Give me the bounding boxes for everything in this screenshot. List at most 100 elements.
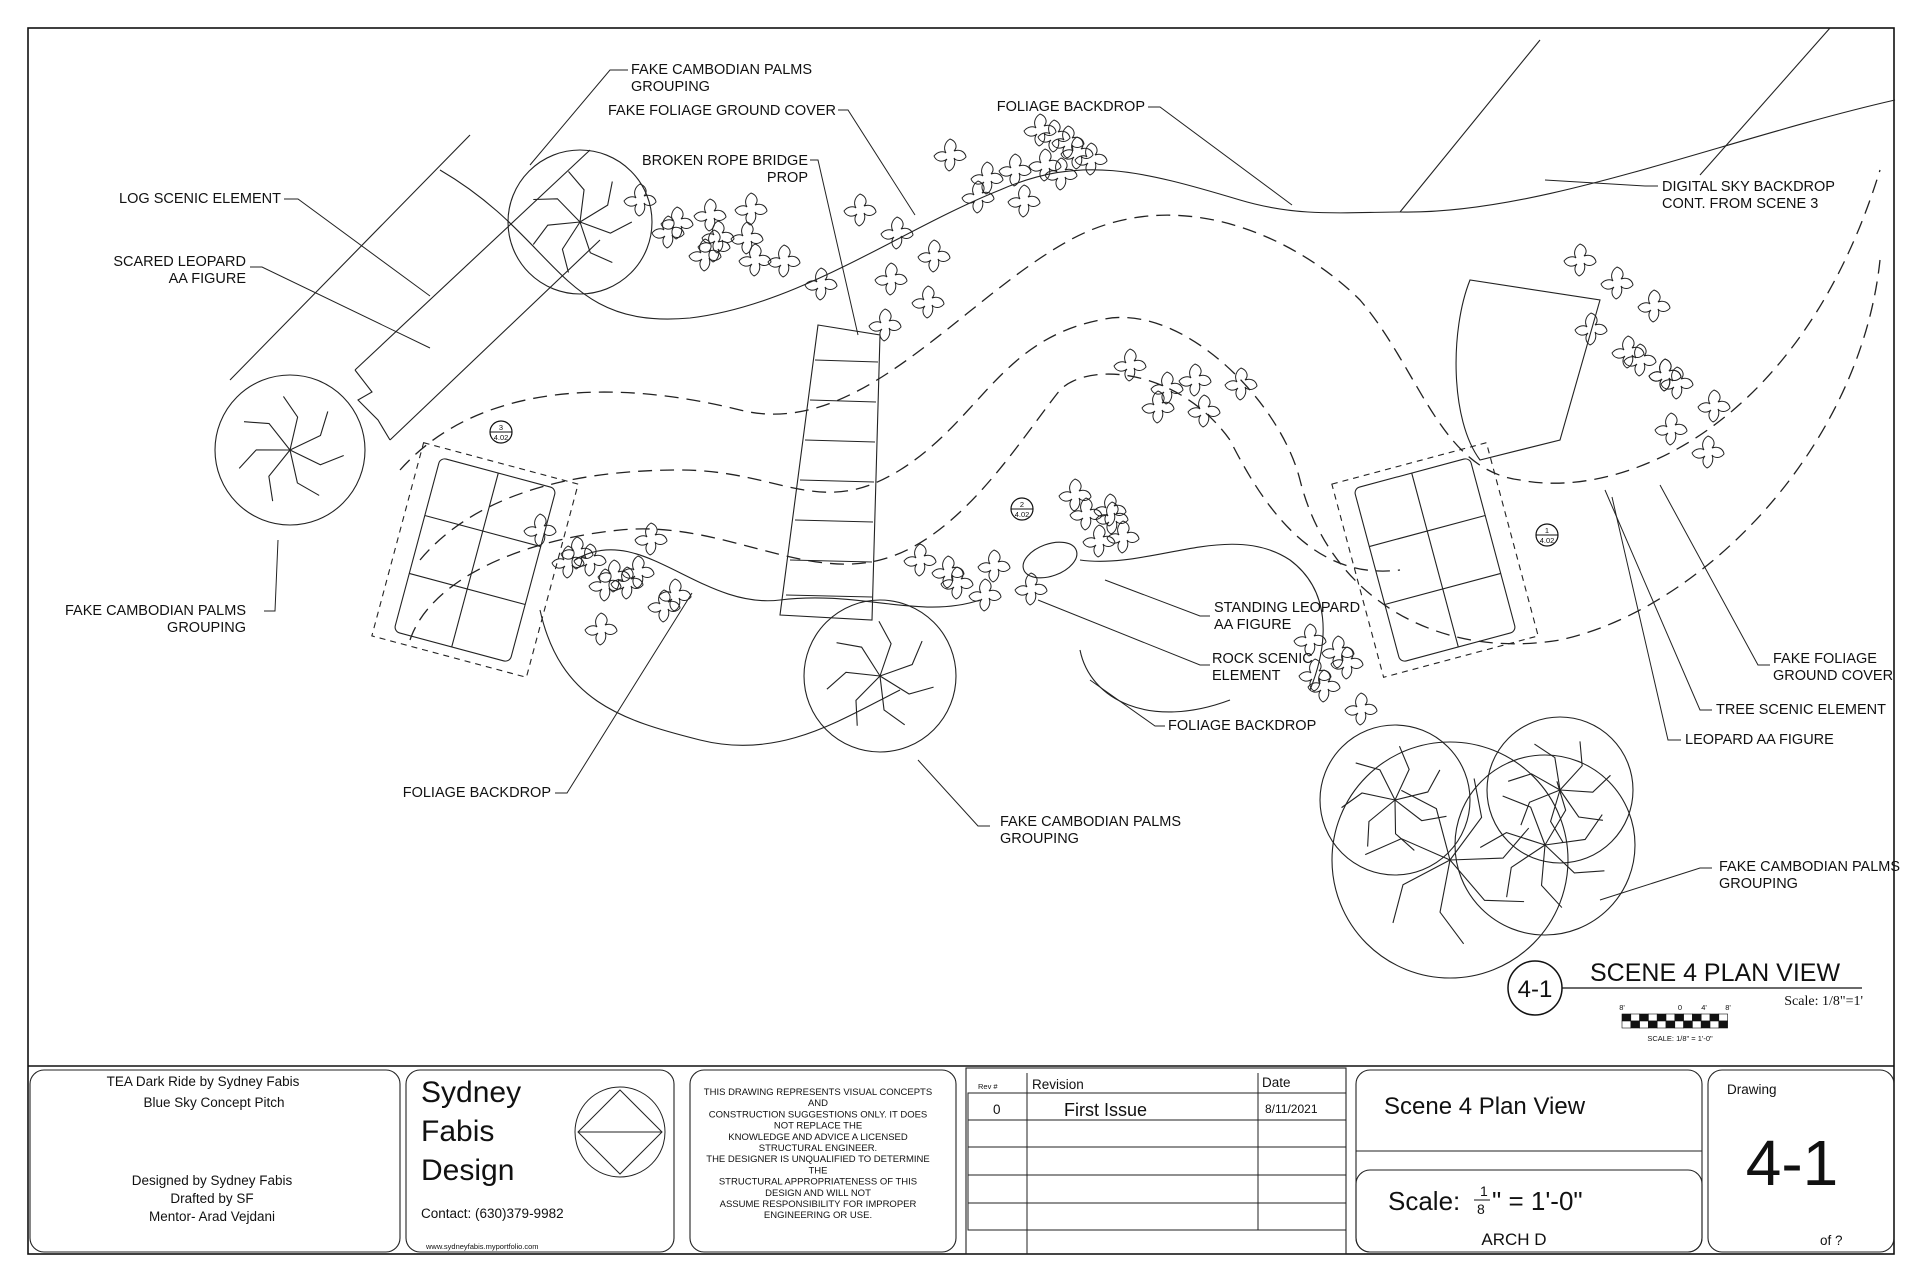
foliage-shrub-9 <box>767 244 801 278</box>
scale-bar-cell-top-4 <box>1648 1013 1658 1022</box>
foliage-shrub-44 <box>940 566 974 600</box>
foliage-shrub-36 <box>588 568 622 602</box>
foliage-ground-cover <box>523 113 1731 726</box>
label-rock-1: ROCK SCENIC <box>1212 651 1313 667</box>
foliage-shrub-4 <box>734 192 768 226</box>
section-marker-1: 1 4.02 <box>1535 523 1559 547</box>
label-sky-2: CONT. FROM SCENE 3 <box>1662 196 1818 212</box>
scale-bar-cell-top-5 <box>1656 1013 1667 1022</box>
scale-bar-cell-top-11 <box>1709 1013 1720 1022</box>
leader-lines <box>250 69 1770 901</box>
scale-bar-cell-bottom-3 <box>1639 1020 1649 1029</box>
scale-bar-cell-top-8 <box>1683 1013 1693 1022</box>
designed-by: Designed by Sydney Fabis <box>132 1173 293 1188</box>
label-palms-mid-1: FAKE CAMBODIAN PALMS <box>1000 814 1181 830</box>
scale-bar-cell-bottom-5 <box>1656 1020 1667 1029</box>
scale-bar-cell-bottom-7 <box>1674 1020 1684 1029</box>
section-marker-2-sheet: 4.02 <box>1015 510 1030 519</box>
label-tree: TREE SCENIC ELEMENT <box>1716 702 1886 718</box>
foliage-shrub-59 <box>1141 390 1175 424</box>
disclaimer-line-12: ENGINEERING OR USE. <box>764 1210 872 1221</box>
foliage-shrub-5 <box>651 215 685 249</box>
rock-scenic-element <box>1022 541 1078 579</box>
revision-date: 8/11/2021 <box>1265 1102 1318 1116</box>
foliage-shrub-63 <box>1637 289 1671 323</box>
foliage-shrub-45 <box>977 549 1011 583</box>
scale-tick-1: 8' <box>1619 1003 1625 1012</box>
foliage-shrub-15 <box>917 239 951 273</box>
foliage-shrub-35 <box>551 545 585 579</box>
section-marker-2: 2 4.02 <box>1010 497 1034 521</box>
ride-vehicle-left <box>371 442 579 678</box>
label-foliage-top: FOLIAGE BACKDROP <box>997 99 1145 115</box>
foliage-shrub-27 <box>1037 119 1071 153</box>
label-ground-cover-r2: GROUND COVER <box>1773 668 1893 684</box>
disclaimer-line-10: DESIGN AND WILL NOT <box>765 1188 871 1199</box>
disclaimer-line-1: THIS DRAWING REPRESENTS VISUAL CONCEPTS <box>704 1087 932 1098</box>
scale-bar-cell-bottom-6 <box>1665 1020 1676 1029</box>
section-marker-1-num: 1 <box>1545 526 1549 535</box>
scale-bar-cell-top-2 <box>1630 1013 1640 1022</box>
foliage-shrub-71 <box>1691 435 1725 469</box>
foliage-shrub-18 <box>868 308 902 342</box>
label-bridge-1: BROKEN ROPE BRIDGE <box>642 153 808 169</box>
foliage-shrub-52 <box>1069 497 1103 531</box>
rope-bridge-prop <box>779 324 881 621</box>
rev-number: 0 <box>993 1102 1001 1117</box>
ride-track <box>399 169 1881 645</box>
scale-bar-cell-bottom-1 <box>1621 1020 1632 1029</box>
label-foliage-mid: FOLIAGE BACKDROP <box>1168 718 1316 734</box>
contact: Contact: (630)379-9982 <box>421 1206 564 1221</box>
sheet-of: of ? <box>1820 1233 1843 1248</box>
section-marker-3-sheet: 4.02 <box>494 433 509 442</box>
scale-suffix: " = 1'-0" <box>1492 1186 1583 1216</box>
scale-bar-cell-top-3 <box>1639 1013 1649 1022</box>
foliage-shrub-43 <box>903 543 937 577</box>
scale-bar-cell-top-7 <box>1674 1013 1684 1022</box>
foliage-shrub-7 <box>693 198 727 232</box>
tree-scenic-element <box>1455 279 1601 461</box>
revision-header: Revision <box>1032 1077 1084 1092</box>
label-standing-1: STANDING LEOPARD <box>1214 600 1360 616</box>
foliage-shrub-70 <box>1654 412 1688 446</box>
scale-tick-2: 0 <box>1678 1003 1682 1012</box>
label-palms-left-1: FAKE CAMBODIAN PALMS <box>65 603 246 619</box>
label-palms-mid-2: GROUPING <box>1000 831 1079 847</box>
foliage-shrub-21 <box>1007 184 1041 218</box>
disclaimer-line-3: CONSTRUCTION SUGGESTIONS ONLY. IT DOES <box>709 1109 928 1120</box>
foliage-shrub-31 <box>523 513 557 547</box>
foliage-shrub-42 <box>658 578 692 612</box>
foliage-shrub-65 <box>1611 335 1645 369</box>
disclaimer-line-4: NOT REPLACE THE <box>774 1121 862 1132</box>
foliage-shrub-75 <box>1307 669 1341 703</box>
disclaimer-line-9: STRUCTURAL APPROPRIATENESS OF THIS <box>719 1177 917 1188</box>
scale-bar-cell-top-12 <box>1718 1013 1728 1022</box>
foliage-shrub-74 <box>1330 646 1364 680</box>
company-line-2: Fabis <box>421 1115 494 1148</box>
ride-vehicle-right <box>1331 442 1539 678</box>
scale-numerator: 1 <box>1480 1183 1488 1199</box>
foliage-shrub-60 <box>1178 363 1212 397</box>
log-scenic-element <box>229 134 601 441</box>
foliage-shrub-41 <box>621 555 655 589</box>
drawing-label: Drawing <box>1727 1082 1777 1097</box>
scale-bar-cell-bottom-4 <box>1648 1020 1658 1029</box>
sheet-title: Scene 4 Plan View <box>1384 1093 1586 1120</box>
disclaimer-line-6: STRUCTURAL ENGINEER. <box>759 1143 877 1154</box>
section-marker-1-sheet: 4.02 <box>1540 536 1555 545</box>
sheet-border <box>27 27 1895 1255</box>
foliage-shrub-37 <box>573 543 607 577</box>
label-ground-cover-r1: FAKE FOLIAGE <box>1773 651 1877 667</box>
drafted-by: Drafted by SF <box>170 1191 253 1206</box>
foliage-shrub-61 <box>1563 243 1597 277</box>
foliage-shrub-62 <box>1600 266 1634 300</box>
foliage-shrub-32 <box>560 536 594 570</box>
scale-prefix: Scale: <box>1388 1186 1460 1216</box>
foliage-shrub-29 <box>1051 125 1085 159</box>
palm-grouping-1 <box>507 149 653 295</box>
label-standing-2: AA FIGURE <box>1214 617 1292 633</box>
label-scared-2: AA FIGURE <box>169 271 247 287</box>
drawing-number: 4-1 <box>1746 1127 1839 1199</box>
